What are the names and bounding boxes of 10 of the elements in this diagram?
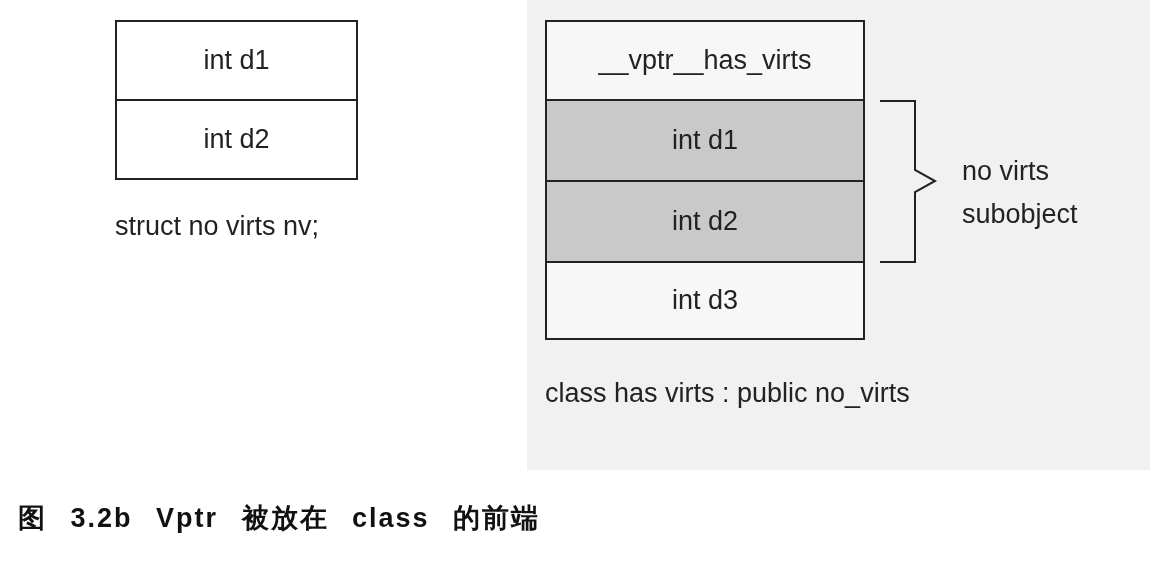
memory-slot: int d2	[545, 180, 865, 263]
memory-slot: int d3	[545, 261, 865, 340]
vptr-slot: __vptr__has_virts	[545, 20, 865, 101]
declaration-text: struct no virts nv;	[115, 210, 321, 243]
memory-slot: int d2	[115, 99, 358, 180]
memory-slot: int d1	[545, 99, 865, 182]
memory-slot: int d1	[115, 20, 358, 101]
declaration-text: class has virts : public no_virts	[545, 377, 911, 410]
figure-caption: 图 3.2b Vptr 被放在 class 的前端	[18, 502, 541, 535]
annotation-text: no virts subobject	[962, 155, 1079, 232]
